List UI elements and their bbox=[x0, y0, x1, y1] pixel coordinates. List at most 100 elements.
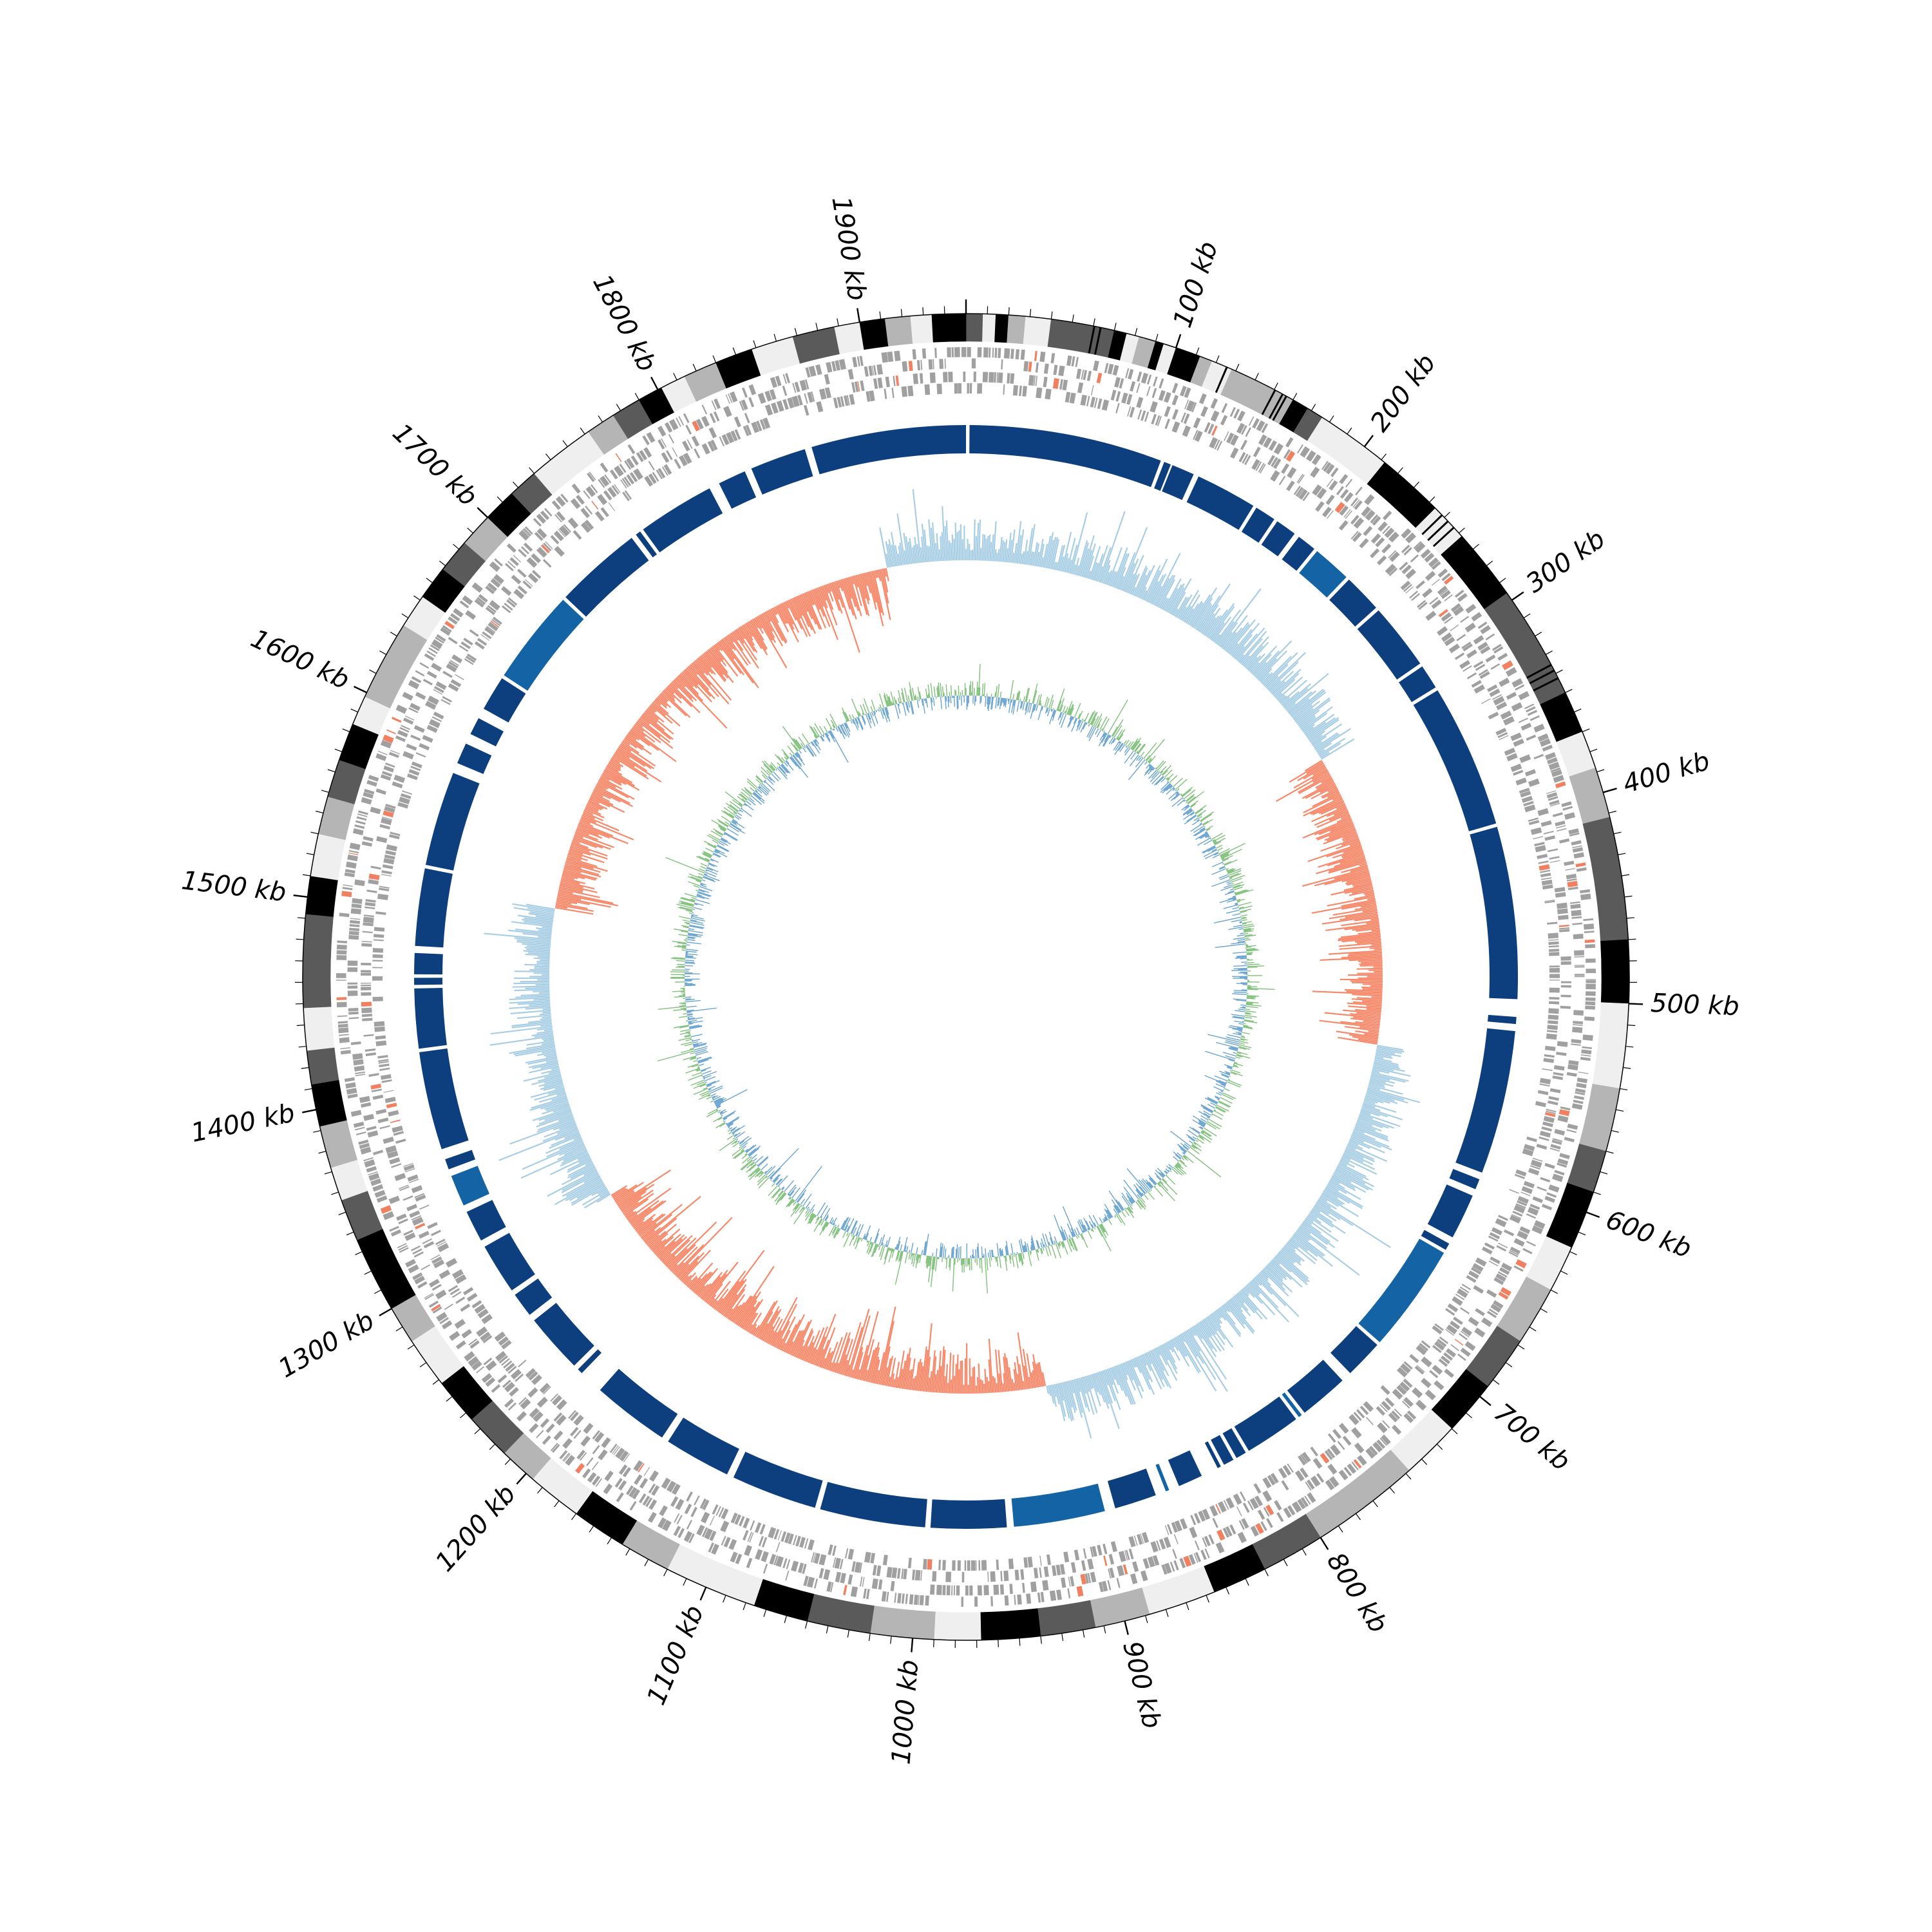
gc-skew-bar bbox=[1271, 681, 1285, 695]
gc-skew-bar bbox=[972, 1367, 974, 1394]
gc-content-bar bbox=[1000, 697, 1003, 706]
gene-reverse bbox=[361, 982, 372, 984]
gene-reverse bbox=[690, 1506, 697, 1517]
gene-forward bbox=[1586, 958, 1596, 963]
minor-tick bbox=[1517, 1344, 1525, 1350]
gc-skew-bar bbox=[1292, 691, 1327, 719]
tick-label: 300 kb bbox=[1520, 524, 1610, 599]
gc-content-bar bbox=[1203, 1110, 1211, 1116]
gene-forward bbox=[1112, 365, 1119, 376]
gc-skew-bar bbox=[542, 1037, 554, 1040]
gene-forward bbox=[1401, 544, 1410, 553]
gc-skew-bar bbox=[1352, 1036, 1378, 1042]
minor-tick bbox=[1565, 688, 1573, 693]
gc-skew-bar bbox=[627, 1188, 672, 1220]
minor-tick bbox=[1472, 544, 1479, 550]
gene-forward bbox=[355, 820, 366, 825]
gc-skew-bar bbox=[570, 844, 590, 853]
gene-reverse bbox=[963, 371, 966, 382]
gc-skew-bar bbox=[1352, 994, 1383, 997]
gc-content-bar bbox=[1124, 750, 1134, 764]
gene-reverse bbox=[1544, 1054, 1555, 1058]
gene-forward bbox=[377, 750, 388, 755]
gene-reverse bbox=[592, 1430, 600, 1440]
gene-reverse bbox=[559, 525, 570, 536]
gc-content-bar bbox=[842, 1217, 849, 1231]
gene-reverse bbox=[1493, 696, 1505, 706]
gene-forward bbox=[349, 923, 360, 927]
gc-skew-bar bbox=[848, 1309, 870, 1378]
gene-reverse bbox=[1033, 375, 1036, 386]
gene-reverse bbox=[1141, 410, 1146, 421]
gc-skew-bar bbox=[1203, 617, 1217, 636]
gc-content-bar bbox=[1038, 694, 1042, 705]
gene-reverse bbox=[568, 1410, 576, 1419]
gc-content-bar bbox=[1030, 1251, 1032, 1254]
gc-skew-bar bbox=[819, 587, 828, 609]
gene-reverse bbox=[397, 802, 409, 809]
gene-reverse bbox=[1019, 385, 1022, 396]
gc-content-bar bbox=[1140, 1197, 1146, 1203]
gc-skew-bar bbox=[867, 1347, 877, 1383]
gc-skew-bar bbox=[1349, 1034, 1378, 1040]
gene-reverse bbox=[1547, 1030, 1558, 1033]
gc-skew-bar bbox=[649, 705, 658, 712]
gc-content-bar bbox=[809, 1212, 813, 1218]
gc-skew-bar bbox=[765, 1316, 781, 1343]
gene-forward bbox=[770, 377, 778, 388]
gc-skew-bar bbox=[1191, 587, 1218, 627]
gc-skew-bar bbox=[652, 701, 681, 727]
gene-reverse bbox=[1460, 1307, 1470, 1314]
gene-forward bbox=[585, 486, 596, 497]
gc-content-bar bbox=[1130, 752, 1137, 760]
gc-skew-bar bbox=[671, 1246, 698, 1273]
gene-reverse bbox=[455, 1274, 467, 1284]
gc-skew-bar bbox=[1374, 1056, 1384, 1059]
gc-skew-bar bbox=[1223, 1303, 1231, 1313]
gc-skew-bar bbox=[948, 1352, 952, 1394]
gc-skew-bar bbox=[569, 1180, 603, 1201]
minor-tick bbox=[805, 1620, 808, 1629]
gc-skew-bar bbox=[1184, 1331, 1217, 1380]
gene-forward bbox=[348, 935, 359, 940]
gc-skew-bar bbox=[823, 585, 834, 610]
gc-skew-bar bbox=[1220, 1305, 1236, 1325]
gc-skew-bar bbox=[1107, 547, 1122, 586]
gene-reverse bbox=[1366, 1417, 1374, 1426]
gc-content-bar bbox=[1069, 1238, 1075, 1251]
gc-skew-bar bbox=[737, 1291, 762, 1327]
gc-content-bar bbox=[1131, 741, 1138, 750]
gene-forward bbox=[419, 662, 430, 669]
synteny-block bbox=[534, 1303, 594, 1366]
gene-reverse bbox=[876, 1565, 882, 1577]
gene-reverse bbox=[361, 963, 372, 966]
gc-content-bar bbox=[1081, 1233, 1088, 1248]
gc-skew-bar bbox=[820, 586, 827, 601]
gc-content-bar bbox=[1204, 1097, 1218, 1105]
gene-forward bbox=[1413, 541, 1422, 549]
gc-skew-bar bbox=[781, 1343, 786, 1351]
gene-tracks bbox=[336, 346, 1596, 1607]
gene-reverse bbox=[978, 1560, 981, 1571]
gene-forward bbox=[908, 361, 913, 372]
gc-skew-bar bbox=[1352, 1001, 1382, 1005]
gc-skew-bar bbox=[1208, 1315, 1226, 1340]
gene-forward bbox=[1537, 1186, 1547, 1191]
gc-content-bar bbox=[1169, 775, 1178, 783]
gene-reverse bbox=[1553, 1072, 1564, 1076]
gc-content-bar bbox=[1166, 784, 1173, 791]
gc-content-bar bbox=[774, 1191, 784, 1202]
gene-reverse bbox=[1385, 1397, 1395, 1407]
gene-forward bbox=[819, 1567, 824, 1578]
gc-content-bar bbox=[1137, 744, 1146, 755]
minor-tick bbox=[1338, 1526, 1343, 1533]
gc-content-bar bbox=[1219, 866, 1226, 869]
gc-skew-bar bbox=[554, 907, 594, 915]
gene-reverse bbox=[869, 390, 875, 402]
gc-skew-bar bbox=[1023, 1365, 1029, 1389]
gene-reverse bbox=[1189, 1526, 1198, 1539]
gc-skew-bar bbox=[1349, 1139, 1370, 1150]
gc-skew-bar bbox=[1358, 1038, 1378, 1043]
gc-skew-bar bbox=[1326, 844, 1362, 858]
gc-skew-bar bbox=[1063, 1381, 1074, 1421]
